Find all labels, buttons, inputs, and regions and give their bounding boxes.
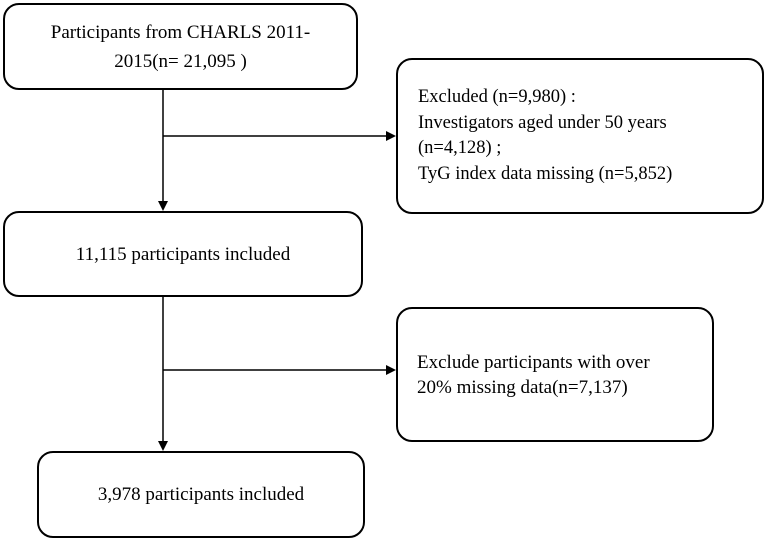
exclusion-2-text: Exclude participants with over 20% missi… [417, 351, 650, 398]
source-population-box: Participants from CHARLS 2011- 2015(n= 2… [3, 3, 358, 90]
exclusion-box-2: Exclude participants with over 20% missi… [396, 307, 714, 442]
included-box-1: 11,115 participants included [3, 211, 363, 297]
exclusion-1-text: Excluded (n=9,980) : Investigators aged … [418, 87, 673, 184]
final-sample-box: 3,978 participants included [37, 451, 365, 538]
exclusion-box-1: Excluded (n=9,980) : Investigators aged … [396, 58, 764, 214]
included-1-text: 11,115 participants included [75, 243, 291, 265]
source-population-text: Participants from CHARLS 2011- 2015(n= 2… [50, 21, 311, 72]
final-sample-text: 3,978 participants included [97, 484, 305, 505]
